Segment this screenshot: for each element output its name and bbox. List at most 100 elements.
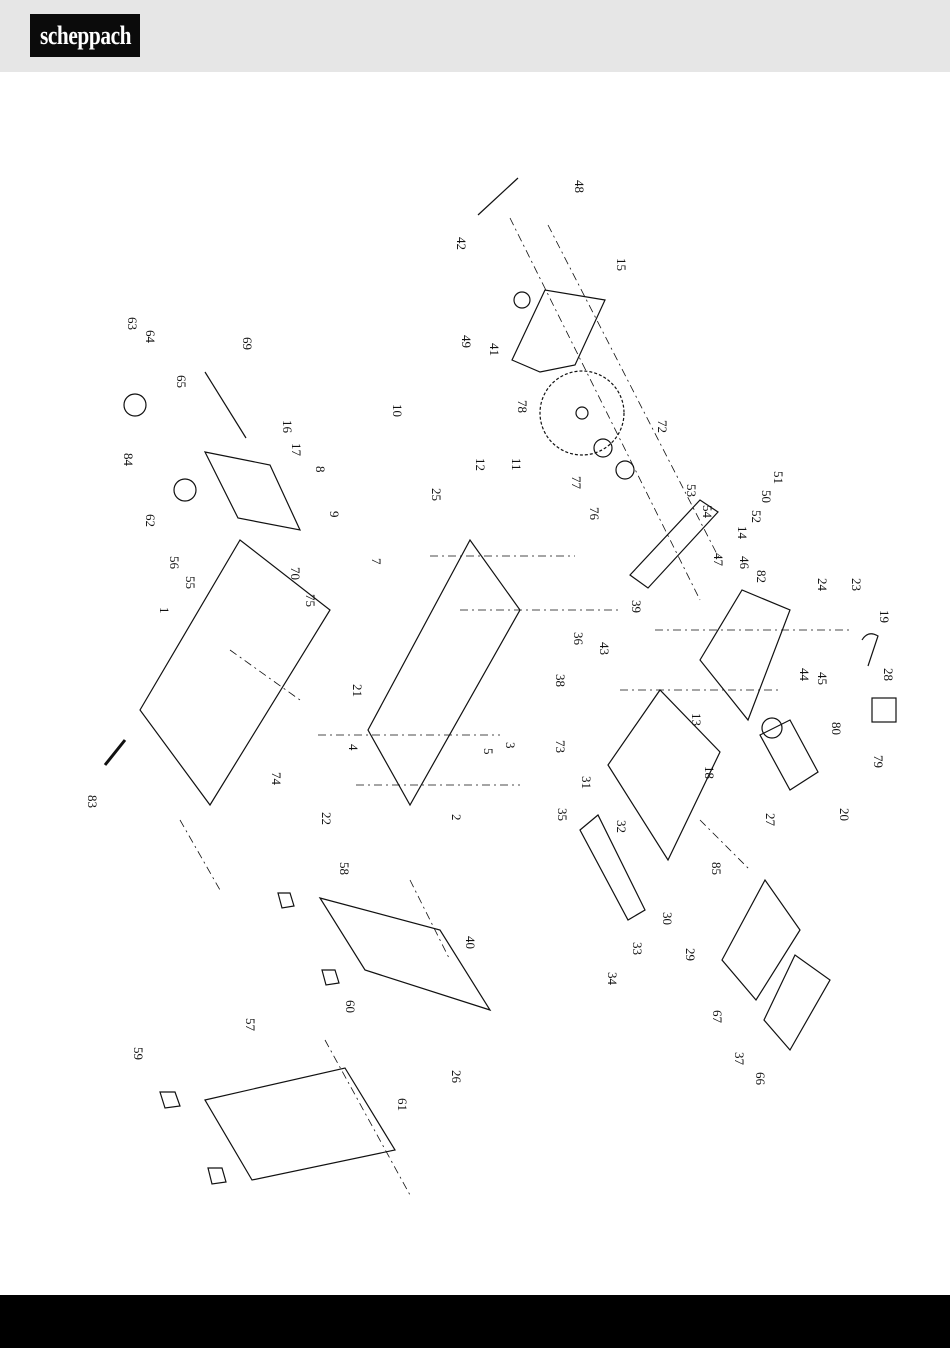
- part-label: 8: [313, 466, 328, 473]
- side-panel-part: [764, 955, 830, 1050]
- part-label: 13: [689, 713, 704, 726]
- foot-part: [278, 893, 294, 908]
- table-frame-part: [368, 540, 520, 805]
- table-top-part: [205, 452, 300, 530]
- part-label: 70: [288, 567, 303, 580]
- part-label: 7: [369, 558, 384, 565]
- blade-hub-part: [576, 407, 588, 419]
- part-label: 42: [454, 237, 469, 250]
- flange-part: [594, 439, 612, 457]
- part-label: 74: [269, 772, 284, 786]
- part-label: 73: [553, 740, 568, 753]
- part-label: 21: [350, 684, 365, 697]
- part-label: 14: [735, 526, 750, 540]
- flange-nut-part: [616, 461, 634, 479]
- part-label: 5: [481, 748, 496, 755]
- part-label: 54: [700, 505, 715, 519]
- saw-blade-part: [540, 371, 624, 455]
- page-footer: [0, 1295, 950, 1348]
- part-label: 60: [343, 1000, 358, 1013]
- part-label: 61: [395, 1098, 410, 1111]
- part-label: 32: [614, 820, 629, 833]
- part-label: 46: [737, 556, 752, 570]
- spring-part: [105, 740, 125, 765]
- part-label: 19: [877, 610, 892, 623]
- part-label: 22: [319, 812, 334, 825]
- part-label: 11: [509, 458, 524, 471]
- part-label: 33: [630, 942, 645, 955]
- part-label: 66: [753, 1072, 768, 1086]
- part-label: 82: [754, 570, 769, 583]
- part-label: 67: [710, 1010, 725, 1024]
- part-label: 9: [327, 511, 342, 518]
- part-label: 35: [555, 808, 570, 821]
- part-label: 76: [587, 507, 602, 521]
- part-label: 18: [702, 766, 717, 779]
- part-label: 83: [85, 795, 100, 808]
- part-label: 65: [174, 375, 189, 388]
- part-label: 28: [881, 668, 896, 681]
- part-label: 17: [289, 443, 304, 457]
- side-panel-part: [722, 880, 800, 1000]
- leg-frame-part: [205, 1068, 395, 1180]
- part-label: 36: [571, 632, 586, 646]
- part-label: 39: [629, 600, 644, 613]
- part-label: 30: [660, 912, 675, 925]
- part-label: 44: [797, 668, 812, 682]
- handle-part: [862, 634, 878, 666]
- part-label: 84: [121, 453, 136, 467]
- part-label: 2: [449, 814, 464, 821]
- part-label: 49: [459, 335, 474, 348]
- part-label: 43: [597, 642, 612, 655]
- part-label: 85: [709, 862, 724, 875]
- part-label: 15: [614, 258, 629, 271]
- part-label: 59: [131, 1047, 146, 1060]
- part-label: 72: [655, 420, 670, 433]
- part-label: 58: [337, 862, 352, 875]
- part-label: 10: [390, 404, 405, 417]
- rail-part: [205, 372, 246, 438]
- foot-part: [160, 1092, 180, 1108]
- part-label: 63: [125, 317, 140, 330]
- part-label: 64: [143, 330, 158, 344]
- part-label: 31: [579, 776, 594, 789]
- guard-bushing-part: [514, 292, 530, 308]
- part-label: 75: [303, 594, 318, 607]
- part-label: 20: [837, 808, 852, 821]
- part-label: 78: [515, 400, 530, 413]
- part-label: 24: [815, 578, 830, 592]
- part-label: 52: [749, 510, 764, 523]
- part-label: 47: [711, 553, 726, 567]
- part-label: 45: [815, 672, 830, 685]
- part-label: 1: [157, 607, 172, 614]
- part-label: 25: [429, 488, 444, 501]
- foot-part: [322, 970, 339, 985]
- part-label: 48: [572, 180, 587, 193]
- part-label: 40: [463, 936, 478, 949]
- part-label: 57: [243, 1018, 258, 1032]
- wheel-part: [124, 394, 146, 416]
- guard-rod-part: [478, 178, 518, 215]
- part-label: 56: [167, 556, 182, 570]
- leg-frame-part: [320, 898, 490, 1010]
- motor-pulley-part: [762, 718, 782, 738]
- part-label: 53: [684, 484, 699, 497]
- part-label: 37: [732, 1052, 747, 1066]
- side-plate-part: [580, 815, 645, 920]
- part-label: 3: [503, 742, 518, 749]
- part-label: 55: [183, 576, 198, 589]
- part-label: 4: [346, 744, 361, 751]
- switch-box-part: [872, 698, 896, 722]
- part-label: 50: [759, 490, 774, 503]
- part-label: 69: [240, 337, 255, 350]
- part-label: 29: [683, 948, 698, 961]
- part-label: 38: [553, 674, 568, 687]
- part-label: 12: [473, 458, 488, 471]
- part-label: 79: [871, 755, 886, 768]
- part-label: 51: [771, 471, 786, 484]
- motor-part: [760, 720, 818, 790]
- part-label: 26: [449, 1070, 464, 1084]
- motor-bracket-part: [700, 590, 790, 720]
- part-label: 62: [143, 514, 158, 527]
